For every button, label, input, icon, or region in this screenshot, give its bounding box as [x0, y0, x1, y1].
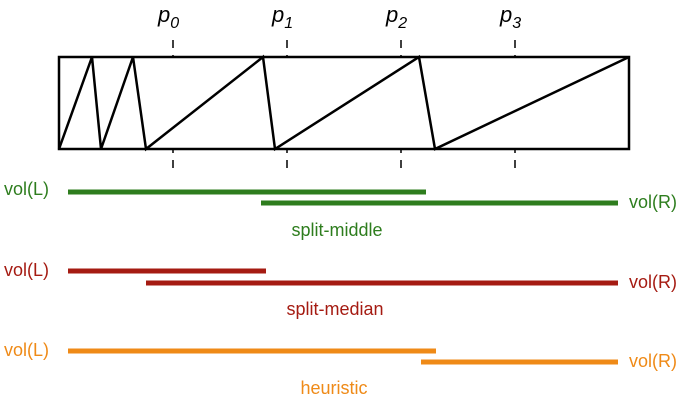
split-middle-left-label: vol(L) — [4, 179, 49, 199]
partition-label-p0: p0 — [157, 2, 179, 32]
strategy-split-median: vol(L) vol(R) split-median — [4, 260, 677, 319]
primitive-zigzag — [57, 54, 630, 152]
strategy-split-middle: vol(L) vol(R) split-middle — [4, 179, 677, 240]
split-median-left-label: vol(L) — [4, 260, 49, 280]
split-middle-right-label: vol(R) — [629, 192, 677, 212]
heuristic-right-label: vol(R) — [629, 351, 677, 371]
split-middle-caption: split-middle — [291, 220, 382, 240]
partition-label-p3: p3 — [499, 2, 521, 32]
split-median-caption: split-median — [286, 299, 383, 319]
split-median-right-label: vol(R) — [629, 272, 677, 292]
heuristic-left-label: vol(L) — [4, 340, 49, 360]
partition-label-p2: p2 — [385, 2, 407, 32]
strategy-heuristic: vol(L) vol(R) heuristic — [4, 340, 677, 398]
partition-label-p1: p1 — [271, 2, 293, 32]
heuristic-caption: heuristic — [300, 378, 367, 398]
